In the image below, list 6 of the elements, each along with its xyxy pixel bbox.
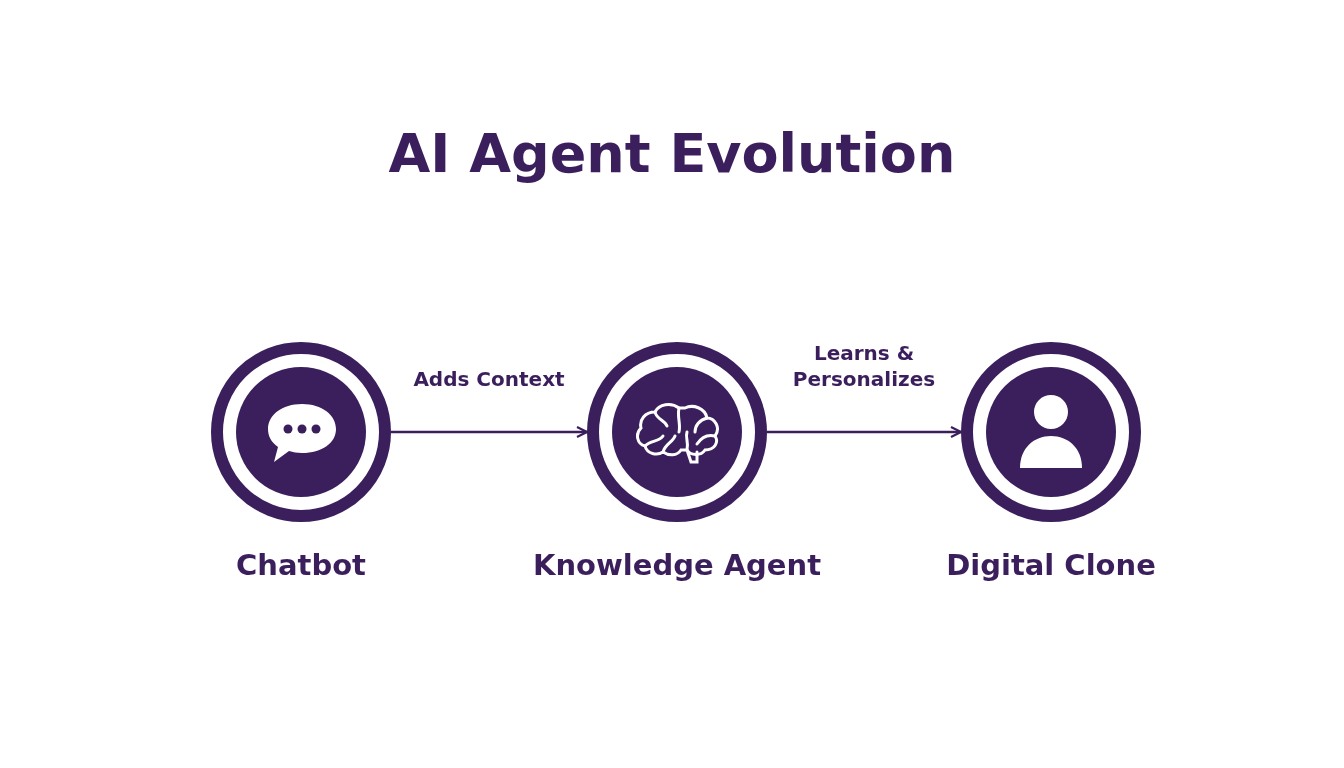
arrow [767,425,963,439]
diagram-title: AI Agent Evolution [387,122,957,185]
stage-label: Knowledge Agent [532,548,822,582]
stage-label: Digital Clone [946,548,1156,582]
arrow [391,425,589,439]
stage-label: Chatbot [236,548,366,582]
